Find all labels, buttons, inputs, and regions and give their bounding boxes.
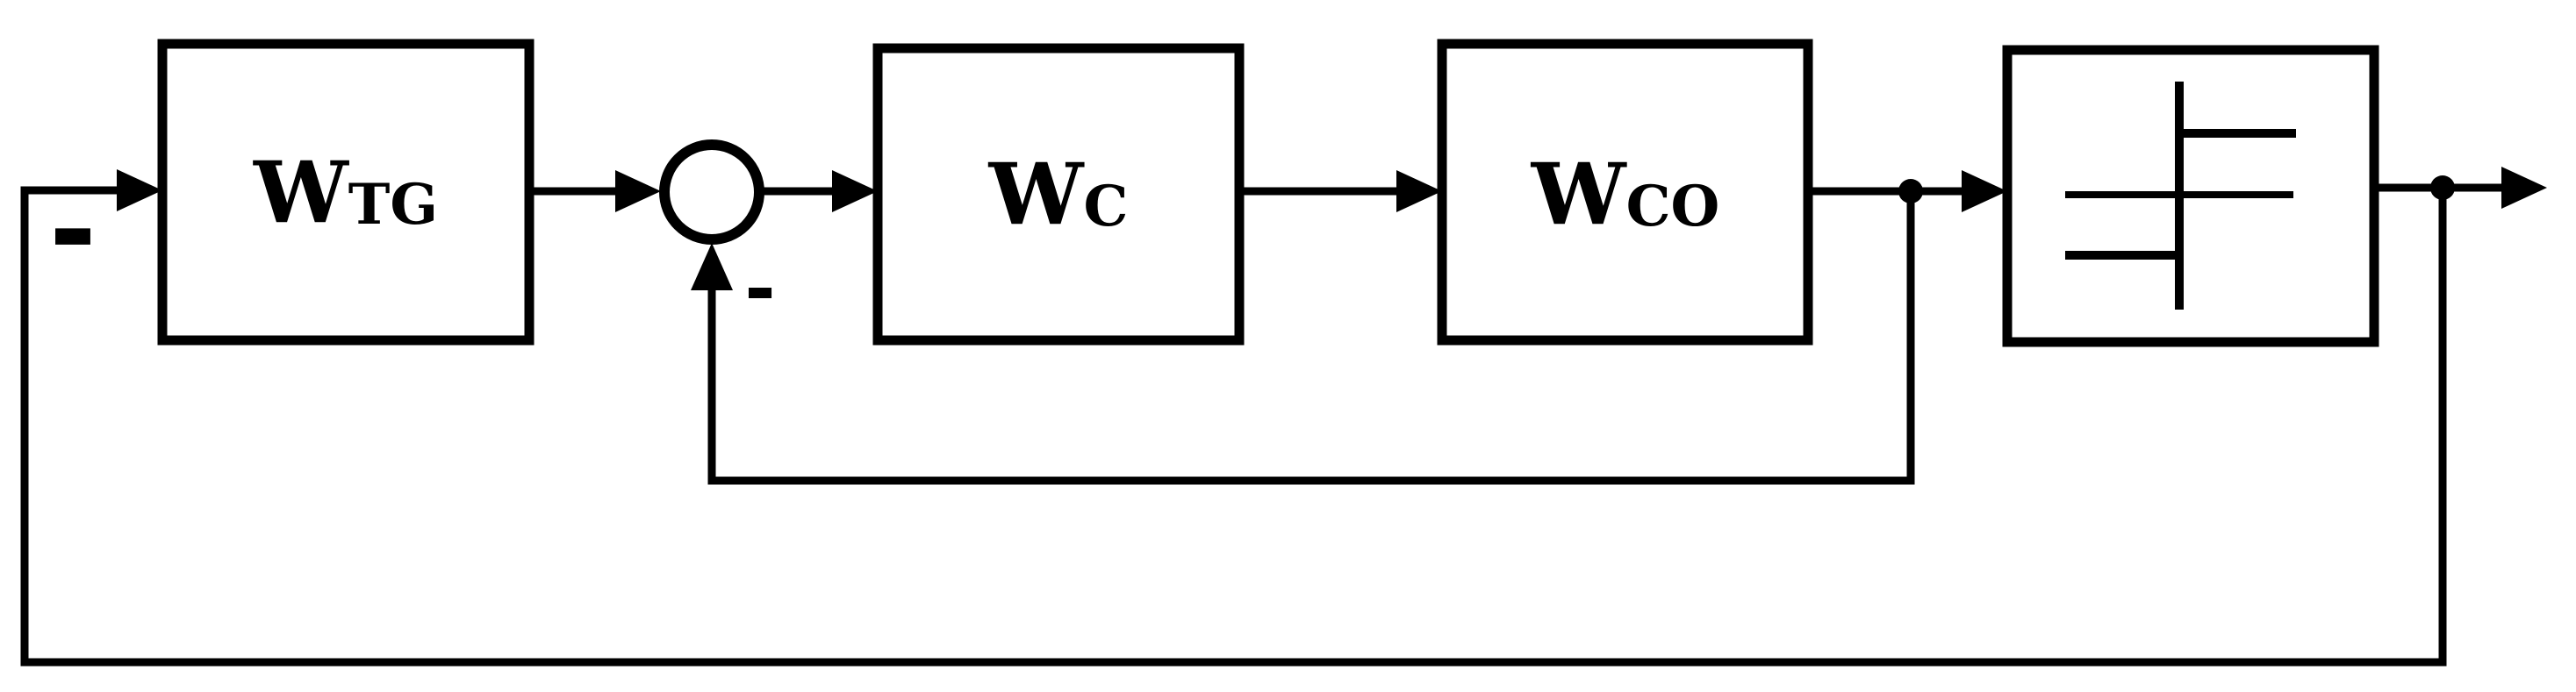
system-output-arrow-icon (2501, 167, 2547, 209)
block-wtg-label: WTG (253, 143, 438, 242)
inner-feedback-line (707, 191, 1915, 485)
block-wc-label: WC (988, 145, 1129, 244)
wtg-input-arrow-icon (117, 169, 162, 211)
outer-feedback-line (20, 186, 2447, 667)
wco-input-arrow-icon (1396, 170, 1442, 212)
junction-node-output (2430, 175, 2455, 200)
block-wco (1437, 39, 1813, 346)
relay-input-arrow-icon (1962, 170, 2007, 212)
junction-node-inner (1898, 179, 1923, 203)
block-wtg (157, 39, 535, 346)
summing-junction-bottom-arrow-icon (691, 243, 733, 290)
block-wco-label: WCO (1531, 145, 1720, 244)
block-wc (872, 43, 1245, 346)
inner-feedback-minus-sign: - (744, 246, 775, 333)
wc-input-arrow-icon (832, 170, 878, 212)
summing-junction (659, 139, 764, 245)
outer-feedback-minus-sign: - (49, 163, 97, 296)
sum-input-arrow-icon (615, 170, 661, 212)
relay-characteristic-icon (2065, 82, 2296, 310)
